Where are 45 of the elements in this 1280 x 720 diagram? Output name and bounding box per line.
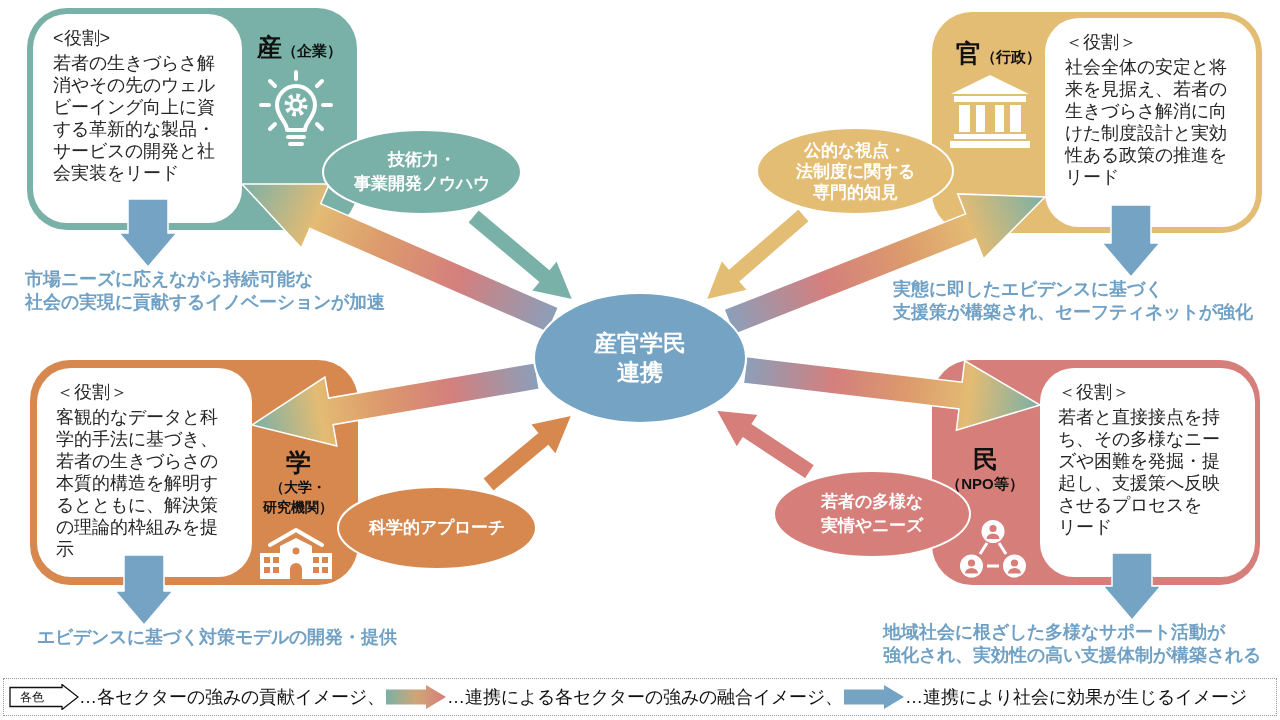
arrow [714,409,816,481]
sector-box [932,360,1260,585]
sector-box [30,360,358,585]
arrow [466,208,575,302]
role-text: 若者の生きづらさ解消やその先のウェルビーイング向上に資する革新的な製品・サービスの開発と社会実装をリード [53,52,216,184]
role-heading: ＜役割＞ [1058,381,1130,403]
role-box [37,368,252,577]
sector-title: 産 [257,33,282,61]
sector-subtitle: （企業） [282,42,342,59]
role-text: 若者と直接接点を持ち、その多様なニーズや困難を発掘・提起し、支援策へ反映させるプロセスをリード [1058,406,1221,538]
hub-ellipse: 産官学民連携 [533,292,747,424]
role-box [1040,368,1255,577]
arrow [704,207,811,302]
legend-text: …各セクターの強みの貢献イメージ、 [79,686,385,708]
sector-title: 学 [285,447,311,477]
role-heading: ＜役割＞ [56,381,128,403]
role-box [1045,18,1256,227]
arrow [117,198,179,269]
arrow [1101,552,1163,622]
topic-ellipse: 科学的アプローチ [337,486,537,570]
legend-text: …連携により社会に効果が生じるイメージ [905,686,1247,708]
sector-title: 官 [956,39,981,67]
role-box [33,14,242,223]
outcome-text: 実態に即したエビデンスに基づく支援策が構築され、セーフティネットが強化 [893,278,1253,324]
arrow [481,413,574,493]
role-text: 客観的なデータと科学的手法に基づき、若者の生きづらさの本質的構造を解明するとともに、解決策の理論的枠組みを提示 [56,406,219,560]
legend-text: …連携による各セクターの強みの融合イメージ、 [447,686,843,708]
sector-box [932,12,1262,233]
role-heading: <役割> [53,27,111,49]
outcome-text: 市場ニーズに応えながら持続可能な社会の実現に貢献するイノベーションが加速 [25,268,385,314]
outcome-text: 地域社会に根ざした多様なサポート活動が強化され、実効性の高い支援体制が構築される [883,621,1261,667]
sector-subtitle: （NPO等） [946,474,1024,494]
role-text: 社会全体の安定と将来を見据え、若者の生きづらさ解消に向けた制度設計と実効性ある政策の推進をリード [1065,56,1228,188]
arrow [250,361,541,447]
topic-ellipse: 公的な視点・法制度に関する専門的知見 [756,127,954,215]
sector-subtitle: （行政） [981,48,1041,65]
sector-subtitle: （大学・研究機関） [263,478,333,517]
outcome-text: エビデンスに基づく対策モデルの開発・提供 [37,626,397,649]
arrow [742,355,1042,432]
arrow [113,554,175,627]
sector-title: 民 [972,444,998,474]
role-heading: ＜役割＞ [1065,31,1137,53]
arrow [1100,204,1162,279]
legend-arrow: 各色 [9,684,79,710]
topic-ellipse: 技術力・事業開発ノウハウ [322,129,522,215]
